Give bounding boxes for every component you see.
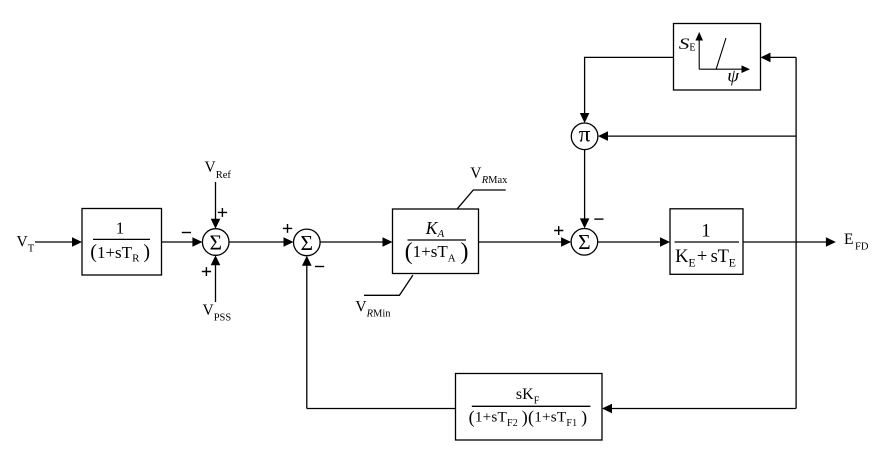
- svg-text:V: V: [355, 299, 367, 316]
- svg-text:S: S: [679, 36, 690, 53]
- svg-text:FD: FD: [855, 242, 869, 253]
- svg-text:E: E: [844, 231, 853, 248]
- svg-text:V: V: [470, 165, 482, 182]
- svg-text:Ref: Ref: [216, 170, 232, 181]
- svg-text:PSS: PSS: [214, 313, 232, 324]
- svg-text:V: V: [17, 233, 29, 250]
- svg-text:(1+sTF2 )(1+sTF1 ): (1+sTF2 )(1+sTF1 ): [469, 407, 588, 429]
- svg-text:KE + sTE: KE + sTE: [675, 247, 736, 270]
- svg-text:(1+sTA ): (1+sTA ): [405, 239, 469, 265]
- svg-text:Σ: Σ: [578, 230, 591, 254]
- svg-text:ψ: ψ: [727, 66, 740, 86]
- svg-text:1: 1: [116, 219, 125, 238]
- svg-text:V: V: [203, 302, 215, 319]
- svg-text:Σ: Σ: [209, 230, 222, 254]
- svg-text:V: V: [205, 159, 217, 176]
- svg-text:Σ: Σ: [301, 231, 314, 255]
- svg-text:(1+sTR ): (1+sTR ): [90, 241, 150, 265]
- svg-text:1: 1: [701, 220, 711, 241]
- svg-text:RMin: RMin: [366, 309, 392, 320]
- svg-text:E: E: [689, 42, 695, 53]
- svg-text:T: T: [28, 243, 35, 254]
- svg-text:π: π: [579, 122, 591, 147]
- svg-text:RMax: RMax: [481, 175, 508, 186]
